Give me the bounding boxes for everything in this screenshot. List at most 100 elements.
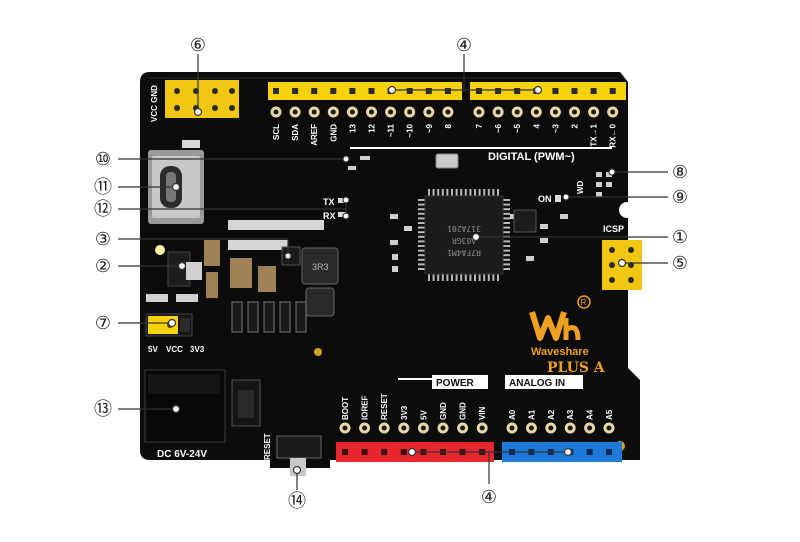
reset-label: RESET	[263, 433, 272, 460]
chip-pin	[418, 240, 425, 243]
chip-pin	[474, 189, 476, 196]
chip-pin	[503, 268, 510, 270]
pad-hole	[292, 109, 298, 115]
pad-hole	[311, 109, 317, 115]
svg-text:R: R	[581, 298, 587, 307]
header-pin	[606, 449, 612, 455]
digital-pad-row	[270, 106, 619, 118]
power-title-box	[432, 375, 488, 389]
chip-pin	[492, 274, 495, 281]
pad-hole	[514, 109, 520, 115]
pin-label: VIN	[478, 406, 487, 420]
chip-pin	[503, 199, 510, 201]
chip-pin	[446, 189, 449, 196]
digital-title: DIGITAL (PWM~)	[488, 151, 575, 163]
pin-label: TX→1	[590, 123, 599, 146]
rx-label: RX	[323, 211, 336, 221]
header-pin	[586, 449, 593, 455]
header-pin	[425, 88, 432, 94]
header-pin	[273, 88, 279, 94]
pad-hole	[330, 109, 336, 115]
chip-pin	[503, 226, 510, 229]
chip-pin	[503, 217, 510, 220]
pad-hole	[479, 425, 485, 431]
chip-pin	[418, 226, 425, 229]
pad-hole	[460, 425, 466, 431]
chip-pin	[451, 189, 453, 196]
pad-hole	[407, 109, 413, 115]
on-label: ON	[538, 194, 552, 204]
analog-title: ANALOG IN	[509, 378, 565, 389]
mounting-hole	[155, 245, 165, 255]
chip-pin	[487, 189, 490, 196]
chip-pin	[428, 274, 430, 281]
pad-hole	[349, 109, 355, 115]
callout-7: ⑦	[95, 313, 111, 334]
pin-label: 8	[444, 123, 453, 128]
chip-pin	[418, 222, 425, 224]
dc-input-label: DC 6V-24V	[157, 449, 207, 460]
pcb-board	[140, 72, 640, 468]
jumper-label-5v: 5V	[148, 345, 158, 354]
callout-6: ⑥	[190, 35, 206, 56]
rx-led	[338, 212, 346, 217]
callout-9: ⑨	[672, 187, 688, 208]
pad-hole	[572, 109, 577, 115]
pad-hole	[401, 425, 407, 431]
pin-label: BOOT	[341, 397, 350, 420]
mcu-chip: 317A201 A03GR R7FA4M1	[418, 189, 510, 281]
header-pin	[342, 449, 348, 455]
pin-label: 7	[475, 123, 484, 128]
chip-pin	[503, 222, 510, 224]
callout-2: ②	[95, 256, 111, 277]
wd-label: WD	[576, 180, 585, 194]
callout-4-bottom: ④	[481, 487, 497, 508]
bottom-pad-row	[339, 422, 615, 434]
callout-endpoints	[167, 85, 627, 475]
chip-pin	[469, 189, 472, 196]
chip-pin	[487, 274, 490, 281]
pin-label: GND	[329, 124, 338, 142]
chip-pin	[418, 231, 425, 234]
header-pin	[361, 449, 368, 455]
chip-pin	[497, 274, 499, 281]
callout-12: ⑫	[94, 199, 112, 220]
chip-pin	[418, 268, 425, 270]
pin-label: ~3	[551, 123, 560, 133]
chip-pin	[478, 274, 481, 281]
header-pin	[406, 88, 413, 94]
pin-label: GND	[459, 402, 468, 420]
chip-pin	[460, 189, 463, 196]
digital-header-right	[470, 82, 626, 100]
chip-pin	[418, 254, 425, 257]
smd-crystal	[182, 140, 200, 148]
chip-pin	[503, 240, 510, 243]
chip-pin	[432, 274, 435, 281]
chip-pin	[503, 208, 510, 211]
chip-pin	[464, 189, 467, 196]
chip-pin	[503, 263, 510, 266]
pin-label: ~5	[513, 123, 522, 133]
brand-name: Waveshare	[531, 346, 589, 358]
pin-label: A2	[547, 409, 556, 420]
chip-pin	[418, 212, 425, 215]
pin-label: 13	[348, 123, 357, 132]
chip-pin	[503, 249, 510, 252]
chip-pin	[437, 189, 440, 196]
pin-label: A3	[566, 409, 575, 420]
analog-title-box	[505, 375, 583, 389]
pin-label: 5V	[419, 410, 428, 420]
pin-label: RESET	[380, 393, 389, 420]
on-led	[555, 195, 561, 202]
digital-title-bar	[350, 147, 612, 149]
chip-text-line-3: R7FA4M1	[447, 248, 481, 257]
pin-label: 2	[571, 123, 580, 128]
chip-pin	[418, 203, 425, 206]
chip-text-line-1: 317A201	[447, 224, 481, 233]
pad-hole	[273, 109, 279, 115]
header-pin	[311, 88, 318, 94]
pad-hole	[528, 425, 534, 431]
chip-pin	[428, 189, 430, 196]
header-pin	[609, 88, 616, 94]
pad-hole	[388, 109, 394, 115]
